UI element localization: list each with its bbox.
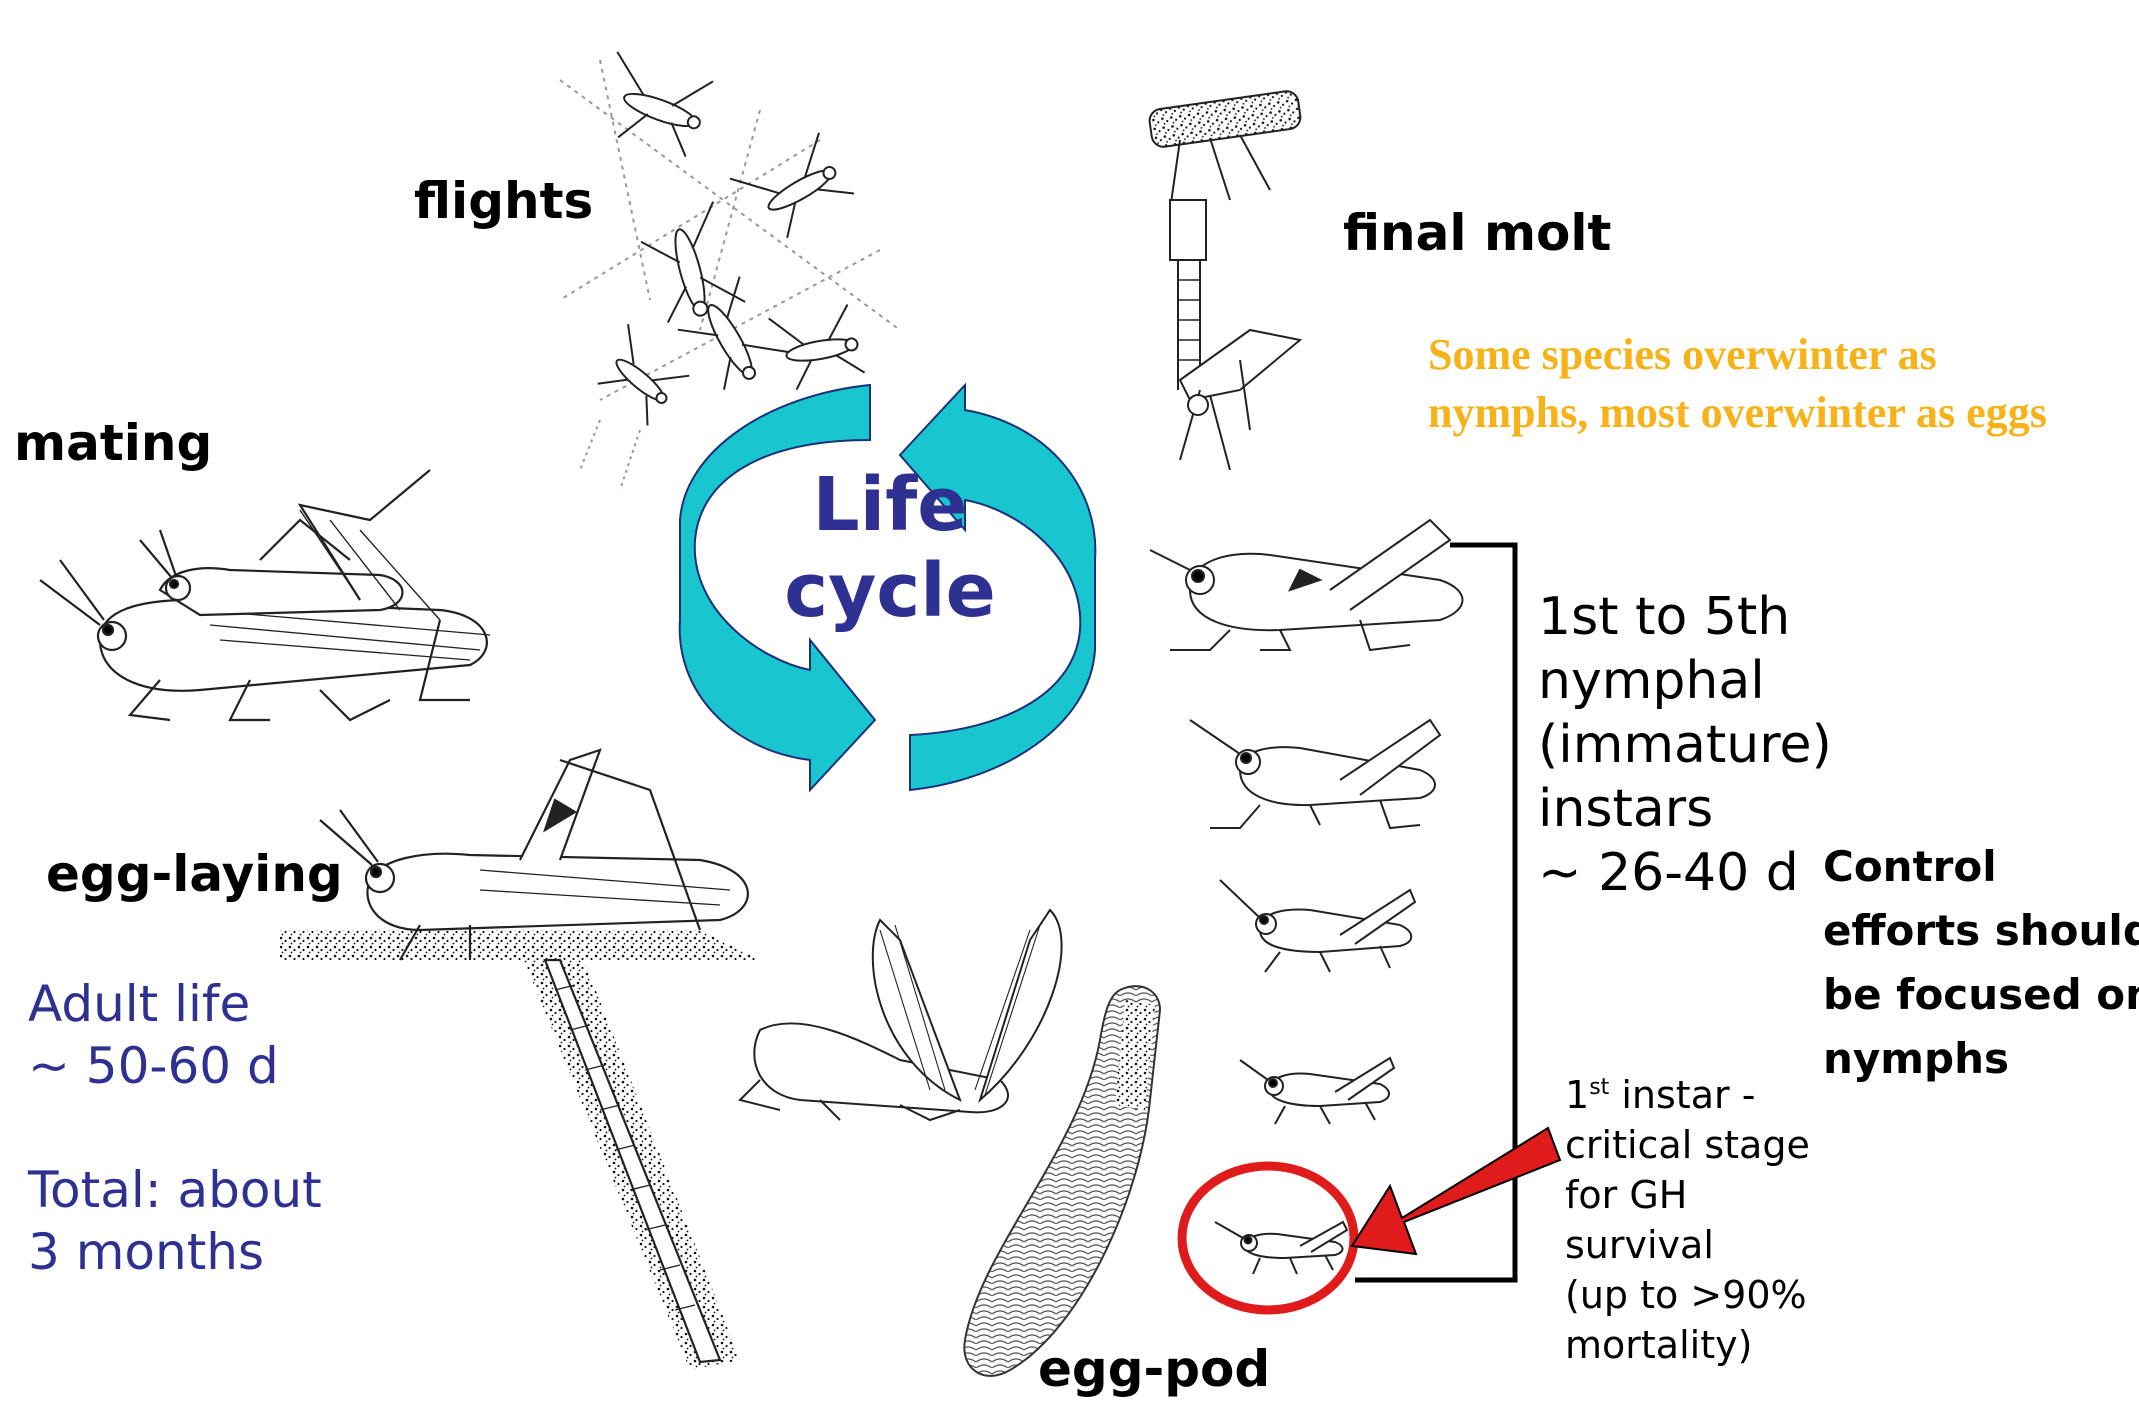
stage-label-egg-pod: egg-pod — [1038, 1340, 1270, 1398]
control-line3: be focused on — [1823, 963, 2139, 1027]
adult-life-text: Adult life ~ 50-60 d Total: about 3 mont… — [28, 973, 322, 1283]
instars-line4: instars — [1538, 777, 1832, 841]
instars-line5: ~ 26-40 d — [1538, 841, 1832, 905]
first-instar-line6: mortality) — [1565, 1320, 1810, 1370]
first-instar-line4: survival — [1565, 1220, 1810, 1270]
nymph-instar-3 — [1220, 880, 1415, 972]
first-instar-line2: critical stage — [1565, 1120, 1810, 1170]
stage-label-flights: flights — [414, 172, 593, 230]
overwinter-note: Some species overwinter as nymphs, most … — [1428, 326, 2047, 442]
instars-line3: (immature) — [1538, 713, 1832, 777]
overwinter-note-line1: Some species overwinter as — [1428, 326, 2047, 384]
stage-label-final-molt: final molt — [1343, 204, 1611, 262]
egg-pod-illustration — [964, 986, 1160, 1376]
nymph-instar-2 — [1240, 1058, 1394, 1124]
control-line1: Control — [1823, 835, 2139, 899]
mating-illustration — [40, 470, 490, 720]
control-line4: nymphs — [1823, 1027, 2139, 1091]
stage-label-egg-laying: egg-laying — [46, 845, 343, 903]
adult-winged-illustration — [740, 910, 1062, 1120]
final-molt-illustration — [1148, 90, 1302, 470]
cycle-label-line1: Life — [760, 462, 1020, 548]
red-arrow-icon — [1352, 1128, 1560, 1254]
total-line1: Total: about — [28, 1159, 322, 1221]
nymph-instar-4 — [1190, 720, 1440, 828]
adult-life-line2: ~ 50-60 d — [28, 1035, 322, 1097]
nymph-instar-1 — [1215, 1222, 1347, 1274]
first-instar-note: 1st instar - critical stage for GH survi… — [1565, 1070, 1810, 1370]
instars-line1: 1st to 5th — [1538, 585, 1832, 649]
control-line2: efforts should — [1823, 899, 2139, 963]
instars-text: 1st to 5th nymphal (immature) instars ~ … — [1538, 585, 1832, 905]
egg-laying-illustration — [280, 750, 760, 1370]
cycle-label-line2: cycle — [760, 548, 1020, 634]
control-text: Control efforts should be focused on nym… — [1823, 835, 2139, 1091]
stage-label-mating: mating — [14, 414, 212, 472]
cycle-label: Life cycle — [760, 462, 1020, 634]
nymph-instar-5 — [1150, 520, 1463, 650]
instars-line2: nymphal — [1538, 649, 1832, 713]
adult-life-line1: Adult life — [28, 973, 322, 1035]
first-instar-line3: for GH — [1565, 1170, 1810, 1220]
first-instar-line5: (up to >90% — [1565, 1270, 1810, 1320]
first-instar-line1: 1st instar - — [1565, 1070, 1810, 1120]
total-line2: 3 months — [28, 1221, 322, 1283]
overwinter-note-line2: nymphs, most overwinter as eggs — [1428, 384, 2047, 442]
